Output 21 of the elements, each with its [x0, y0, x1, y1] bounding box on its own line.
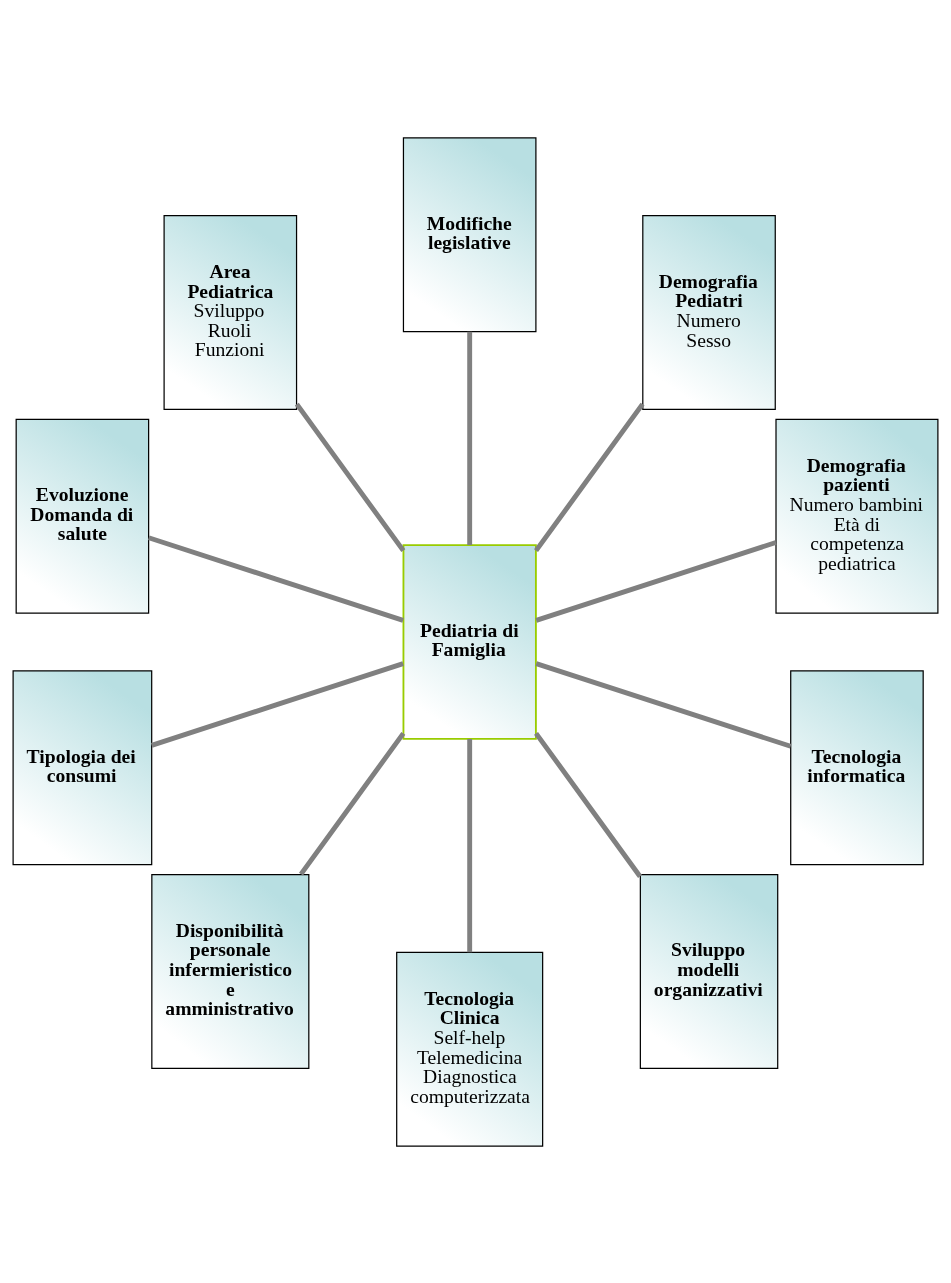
connector [534, 402, 645, 552]
connector [535, 539, 777, 623]
connector [534, 731, 642, 878]
node-box: Evoluzione Domanda di salute [15, 418, 150, 614]
node-box: Modifiche legislative [402, 136, 537, 332]
connector [299, 731, 406, 876]
connector [535, 660, 792, 749]
connector [148, 534, 404, 623]
node-box: Area Pediatrica Sviluppo Ruoli Funzioni [163, 214, 298, 410]
connector [467, 738, 473, 952]
connector [467, 331, 473, 545]
connector [294, 402, 406, 552]
node-box: Pediatria di Famiglia [402, 543, 537, 740]
node-box: Tipologia dei consumi [12, 669, 153, 865]
node-box: Disponibilità personale infermieristico e amministrativo [151, 873, 310, 1069]
node-box: Tecnologia Clinica Self-help Telemedicina Diagnostica computerizzata [396, 951, 544, 1147]
connector [150, 660, 404, 748]
node-box: Demografia pazienti Numero bambini Età di competenza pediatrica [775, 418, 939, 614]
node-box: Tecnologia informatica [790, 669, 924, 865]
node-box: Demografia Pediatri Numero Sesso [642, 214, 776, 410]
node-box: Sviluppo modelli organizzativi [639, 873, 779, 1069]
